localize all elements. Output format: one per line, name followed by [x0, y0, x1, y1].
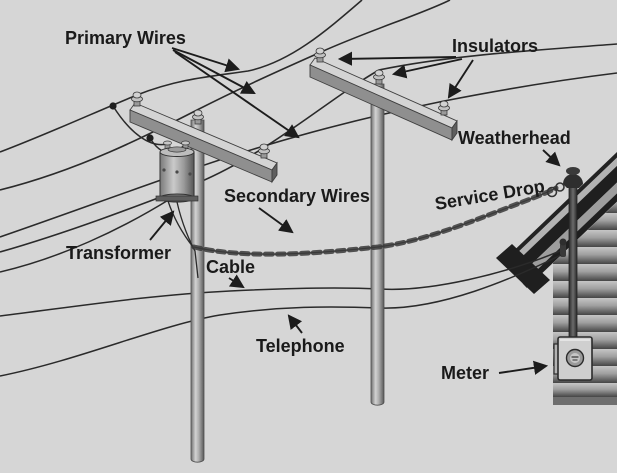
- label-cable: Cable: [206, 257, 255, 277]
- arrow-insulator-2: [391, 58, 463, 79]
- eave-return: [496, 244, 550, 294]
- weatherhead-graphic: [563, 167, 583, 188]
- label-primary-wires: Primary Wires: [65, 28, 186, 48]
- label-meter: Meter: [441, 363, 489, 383]
- telephone-wire: [0, 254, 562, 377]
- crossarm-1: [129, 102, 278, 184]
- arrow-insulator-1: [337, 51, 457, 66]
- meter-graphic: [553, 336, 593, 381]
- service-conduit: [568, 183, 578, 343]
- arrow-cable: [228, 274, 245, 289]
- arrow-insulator-3: [447, 59, 474, 99]
- arrow-primary-wire-3: [174, 51, 300, 139]
- tap-connector-dot: [146, 134, 154, 142]
- primary-wire-1: [0, 0, 363, 153]
- arrow-primary-wire-2: [172, 49, 256, 95]
- transformer-graphic: [109, 102, 199, 279]
- arrow-primary-wire-1: [171, 47, 241, 73]
- label-secondary-wires: Secondary Wires: [224, 186, 370, 206]
- utility-pole-2: [309, 47, 458, 406]
- primary-wire-4: [0, 43, 617, 253]
- arrow-transformer: [149, 210, 175, 241]
- arrow-meter: [498, 360, 549, 375]
- wall-attachment-knob: [559, 238, 567, 257]
- utility-pole-1: [109, 91, 278, 463]
- arrow-telephone: [287, 314, 303, 334]
- house: [496, 152, 617, 405]
- label-transformer: Transformer: [66, 243, 171, 263]
- label-weatherhead: Weatherhead: [458, 128, 571, 148]
- neutral-wire: [0, 198, 171, 273]
- arrow-secondary-wires: [258, 207, 294, 234]
- secondary-service-drop-wire: [191, 182, 565, 257]
- drip-loop: [546, 186, 558, 198]
- label-insulators: Insulators: [452, 36, 538, 56]
- label-telephone: Telephone: [256, 336, 345, 356]
- tap-connector-dot: [109, 102, 117, 110]
- drip-loop: [555, 182, 565, 192]
- arrow-weatherhead: [542, 149, 561, 167]
- crossarm-2: [309, 57, 458, 142]
- roof: [496, 152, 617, 294]
- primary-wire-3: [0, 72, 617, 238]
- cable-wire: [0, 250, 561, 317]
